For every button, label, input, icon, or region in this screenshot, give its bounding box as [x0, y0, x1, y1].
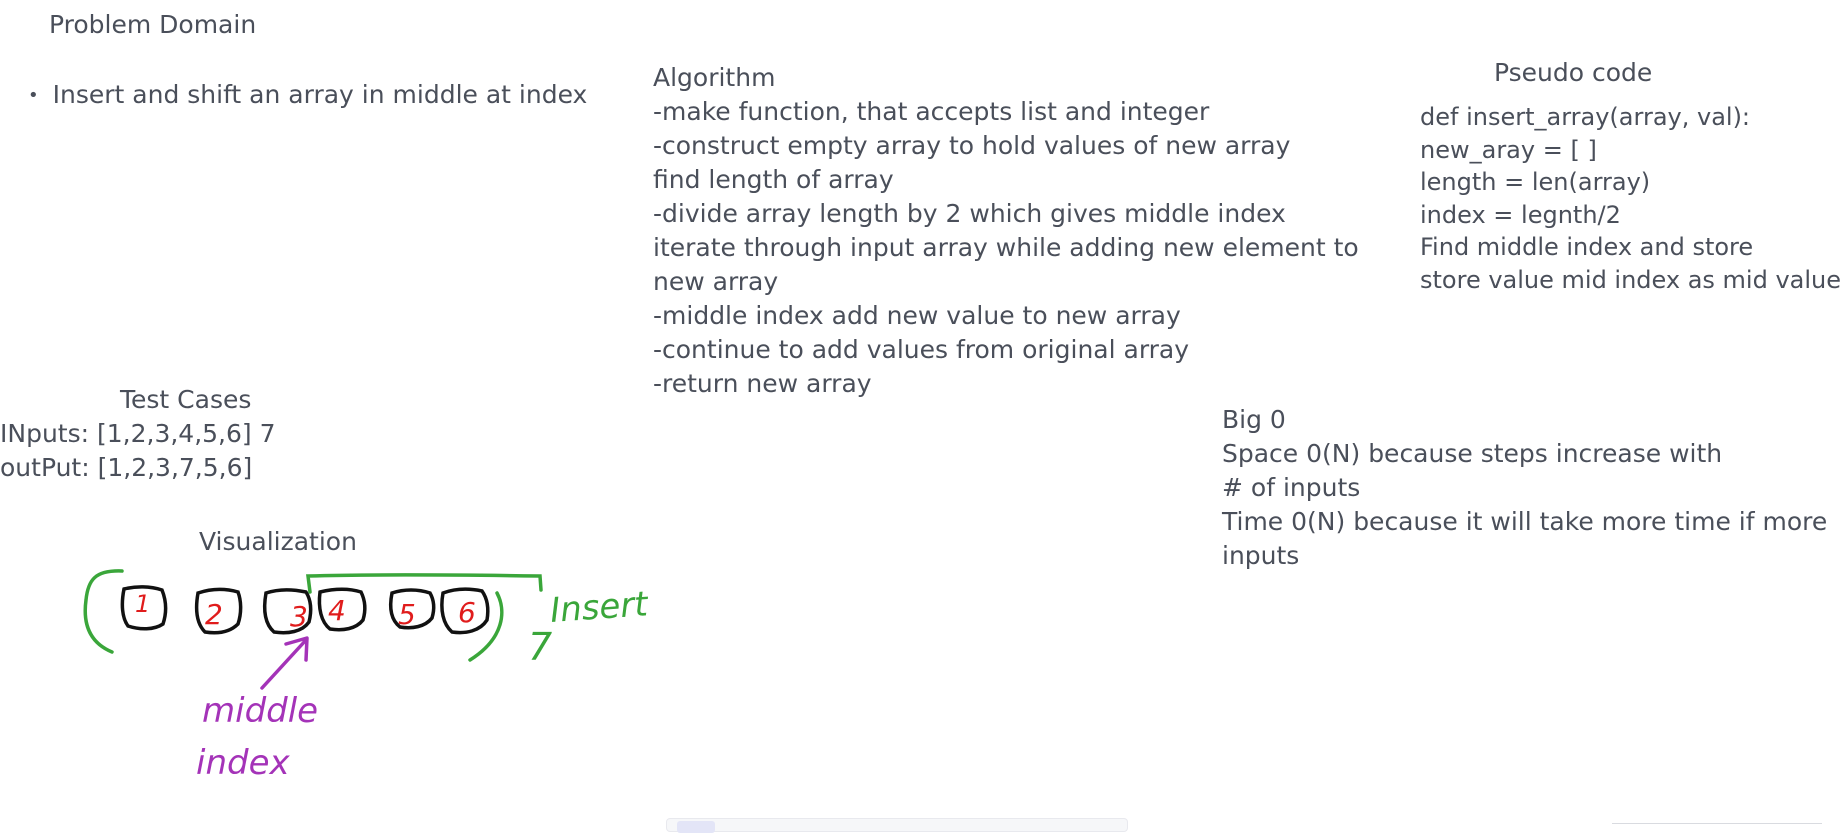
- algorithm-line: -make function, that accepts list and in…: [653, 97, 1210, 126]
- pseudo-code-line: Find middle index and store: [1420, 233, 1754, 261]
- algorithm-line: iterate through input array while adding…: [653, 233, 1359, 262]
- pseudo-code-line: length = len(array): [1420, 168, 1651, 196]
- algorithm-line: -divide array length by 2 which gives mi…: [653, 199, 1286, 228]
- left-bracket: [83, 569, 124, 654]
- test-output: outPut: [1,2,3,7,5,6]: [0, 453, 253, 482]
- algorithm-line: find length of array: [653, 165, 894, 194]
- big-o-title: Big 0: [1222, 405, 1286, 434]
- pseudo-code-block: def insert_array(array, val): new_aray =…: [1420, 101, 1841, 296]
- cell-value: 3: [290, 600, 308, 633]
- toolbar-button[interactable]: [677, 821, 715, 833]
- algorithm-line: -return new array: [653, 369, 872, 398]
- visualization-title: Visualization: [199, 527, 357, 556]
- algorithm-line: -continue to add values from original ar…: [653, 335, 1190, 364]
- array-cell: [317, 587, 367, 632]
- insert-label: Insert: [549, 584, 651, 631]
- big-o-line: Space 0(N) because steps increase with: [1222, 439, 1723, 468]
- cell-value: 6: [458, 596, 476, 629]
- pseudo-code-line: new_aray = [ ]: [1420, 135, 1597, 164]
- algorithm-line: -construct empty array to hold values of…: [653, 131, 1291, 160]
- middle-index-label: middle: [202, 691, 318, 731]
- right-bracket: [468, 591, 504, 662]
- test-cases-title: Test Cases: [120, 385, 252, 414]
- middle-index-label: index: [196, 743, 290, 783]
- array-cell: [120, 585, 168, 631]
- algorithm-title: Algorithm: [653, 63, 776, 92]
- cell-value: 4: [328, 594, 346, 627]
- pseudo-code-line: index = legnth/2: [1420, 200, 1621, 229]
- array-cell: [388, 588, 436, 630]
- cell-value: 1: [135, 590, 150, 618]
- middle-arrow: [260, 636, 309, 690]
- cell-value: 2: [205, 598, 223, 631]
- top-bracket: [306, 573, 543, 594]
- pseudo-code-line: store value mid index as mid value: [1420, 265, 1841, 294]
- pseudo-code-line: def insert_array(array, val):: [1420, 103, 1751, 131]
- big-o-line: inputs: [1222, 541, 1300, 570]
- problem-domain-title: Problem Domain: [49, 10, 257, 39]
- cell-value: 5: [398, 598, 416, 631]
- algorithm-line: new array: [653, 267, 779, 296]
- algorithm-line: -middle index add new value to new array: [653, 301, 1181, 330]
- problem-domain-item: Insert and shift an array in middle at i…: [28, 78, 588, 115]
- big-o-line: Time 0(N) because it will take more time…: [1222, 507, 1828, 536]
- big-o-notes: Space 0(N) because steps increase with #…: [1222, 437, 1827, 573]
- algorithm-steps: -make function, that accepts list and in…: [653, 95, 1359, 401]
- bottom-toolbar[interactable]: [666, 818, 1128, 833]
- big-o-line: # of inputs: [1222, 473, 1361, 502]
- problem-domain-list: Insert and shift an array in middle at i…: [28, 78, 588, 115]
- array-cell: [262, 588, 313, 635]
- insert-value: 7: [528, 625, 552, 669]
- array-cell: [194, 587, 243, 635]
- array-cell: [440, 587, 490, 635]
- pseudo-code-title: Pseudo code: [1494, 58, 1653, 87]
- corner-panel-edge: [1612, 823, 1822, 830]
- test-inputs: INputs: [1,2,3,4,5,6] 7: [0, 419, 276, 448]
